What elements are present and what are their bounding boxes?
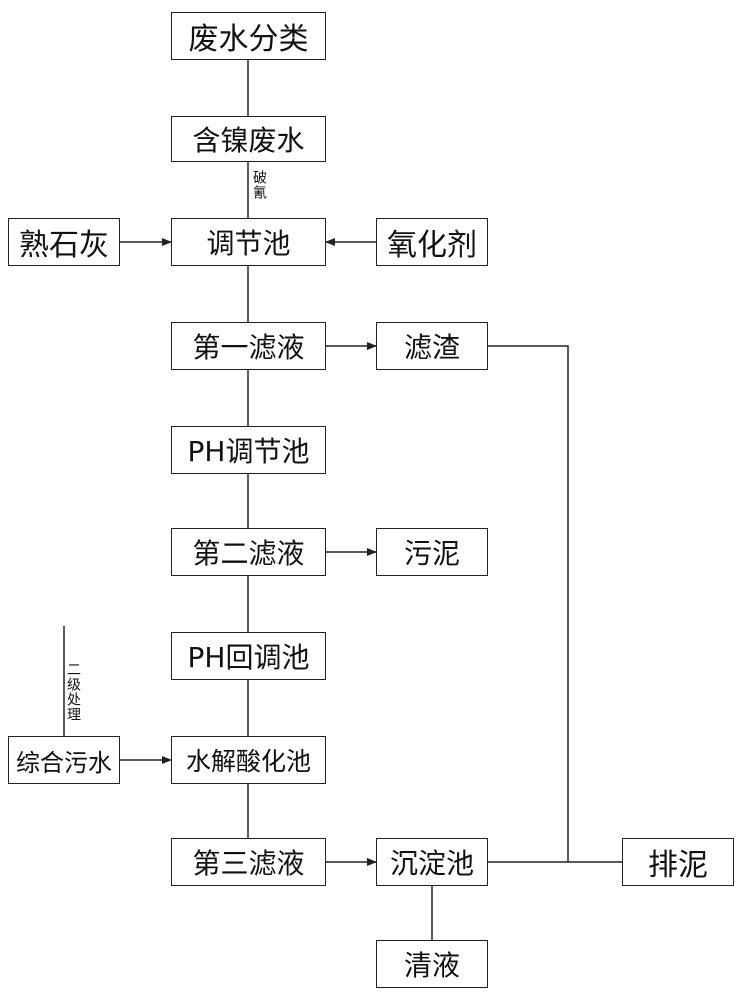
node-second-filtrate: 第二滤液 — [171, 528, 326, 576]
label-cyanide-breaking: 破氰 — [251, 170, 267, 200]
node-sludge: 污泥 — [376, 528, 488, 576]
node-nickel-wastewater: 含镍废水 — [171, 116, 326, 162]
node-first-filtrate: 第一滤液 — [171, 322, 326, 370]
node-ph-regulating-tank: PH调节池 — [171, 426, 326, 474]
node-sludge-discharge: 排泥 — [622, 838, 734, 886]
node-wastewater-classification: 废水分类 — [171, 12, 326, 60]
connector-residue-to-discharge — [488, 345, 569, 862]
node-oxidant: 氧化剂 — [376, 218, 488, 266]
node-clear-liquid: 清液 — [376, 940, 488, 988]
node-sedimentation-tank: 沉淀池 — [376, 838, 488, 886]
node-filter-residue: 滤渣 — [376, 322, 488, 370]
node-third-filtrate: 第三滤液 — [171, 838, 326, 886]
node-slaked-lime: 熟石灰 — [8, 218, 120, 266]
node-mixed-wastewater: 综合污水 — [8, 736, 120, 784]
node-regulating-tank: 调节池 — [171, 218, 326, 266]
node-hydrolysis-acidification-tank: 水解酸化池 — [171, 736, 326, 784]
label-secondary-treatment: 二级处理 — [65, 662, 81, 722]
node-ph-callback-tank: PH回调池 — [171, 632, 326, 680]
